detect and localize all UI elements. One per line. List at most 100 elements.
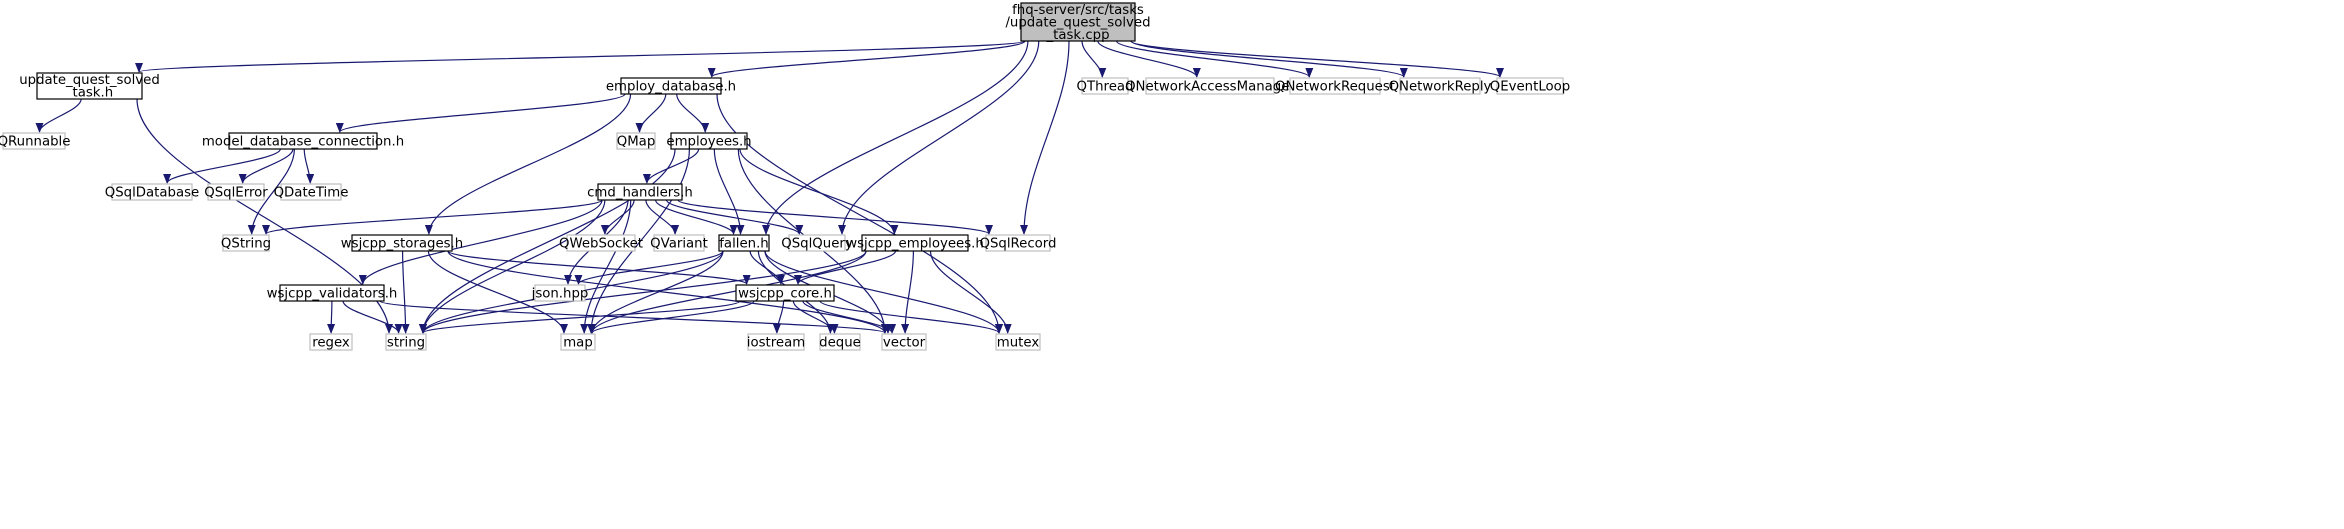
- edge-employ_database_h-to-mutex: [716, 93, 1003, 334]
- node-label: _task.cpp: [1045, 28, 1109, 43]
- edge-cmd_handlers_h-to-string: [419, 199, 606, 334]
- node-cmd_handlers_h[interactable]: cmd_handlers.h: [587, 183, 693, 201]
- edge-employees_h-to-map: [587, 148, 690, 334]
- node-box: [819, 333, 861, 351]
- node-label: wsjcpp_storages.h: [341, 236, 463, 251]
- node-box: [653, 234, 705, 252]
- node-label: QString: [221, 236, 271, 251]
- edge-model_database_connection_h-to-QDateTime: [303, 148, 315, 184]
- edge-wsjcpp_validators_h-to-regex: [327, 300, 336, 334]
- edge-cmd_handlers_h-to-QString: [262, 199, 603, 235]
- edge-wsjcpp_core_h-to-vector: [802, 300, 897, 334]
- edge-root-to-QSqlQuery: [838, 40, 1040, 235]
- edge-wsjcpp_storages_h-to-vector: [447, 250, 889, 334]
- node-label: _task.h: [65, 86, 113, 101]
- node-label: model_database_connection.h: [202, 134, 404, 149]
- nodes-layer: fhq-server/src/tasks/update_quest_solved…: [0, 2, 1570, 351]
- node-box: [2, 132, 66, 150]
- node-label: string: [387, 335, 425, 350]
- node-deque: deque: [819, 333, 861, 351]
- edge-wsjcpp_storages_h-to-string: [401, 250, 410, 334]
- node-wsjcpp_storages_h[interactable]: wsjcpp_storages.h: [341, 234, 463, 252]
- node-label: wsjcpp_employees.h: [846, 236, 984, 251]
- edge-update_quest_solved_task_h-to-QRunnable: [35, 98, 82, 133]
- node-box: [597, 183, 683, 201]
- node-mutex: mutex: [995, 333, 1041, 351]
- edge-fallen_h-to-mutex: [764, 250, 1003, 334]
- edge-wsjcpp_core_h-to-deque: [792, 300, 839, 334]
- node-root[interactable]: fhq-server/src/tasks/update_quest_solved…: [1005, 2, 1151, 43]
- node-box: [207, 183, 265, 201]
- node-box: [560, 333, 596, 351]
- node-box: [1020, 2, 1136, 42]
- edge-employees_h-to-fallen_h: [713, 148, 745, 235]
- node-QDateTime: QDateTime: [274, 183, 349, 201]
- node-box: [985, 234, 1051, 252]
- node-vector: vector: [881, 333, 927, 351]
- edge-model_database_connection_h-to-QSqlDatabase: [163, 148, 281, 184]
- node-label: regex: [312, 335, 350, 350]
- edge-employees_h-to-cmd_handlers_h: [642, 148, 700, 184]
- node-box: [351, 234, 453, 252]
- node-label: QThread: [1077, 79, 1134, 94]
- node-regex: regex: [309, 333, 353, 351]
- edge-model_database_connection_h-to-QString: [247, 148, 295, 235]
- node-string: string: [385, 333, 427, 351]
- edge-root-to-QNetworkRequest: [1115, 40, 1314, 78]
- edge-wsjcpp_employees_h-to-vector: [901, 250, 914, 334]
- node-label: QDateTime: [274, 185, 349, 200]
- node-box: [881, 333, 927, 351]
- node-box: [995, 333, 1041, 351]
- node-label: /update_quest_solved: [1005, 15, 1150, 30]
- edge-model_database_connection_h-to-QSqlError: [238, 148, 294, 184]
- node-box: [309, 333, 353, 351]
- node-box: [1399, 77, 1481, 95]
- edge-root-to-employ_database_h: [707, 40, 1026, 78]
- node-box: [280, 183, 342, 201]
- node-label: fallen.h: [719, 236, 768, 251]
- node-employees_h[interactable]: employees.h: [666, 132, 752, 150]
- node-label: wsjcpp_validators.h: [267, 286, 398, 301]
- node-label: update_quest_solved: [19, 73, 160, 88]
- edge-cmd_handlers_h-to-map: [580, 199, 632, 334]
- edge-fallen_h-to-map: [588, 250, 724, 334]
- node-QSqlRecord: QSqlRecord: [980, 234, 1056, 252]
- node-box: [385, 333, 427, 351]
- node-box: [228, 132, 378, 150]
- edges-layer: [35, 40, 1504, 334]
- node-update_quest_solved_task_h[interactable]: update_quest_solved_task.h: [19, 72, 160, 101]
- node-label: QEventLoop: [1490, 79, 1570, 94]
- edge-employ_database_h-to-wsjcpp_storages_h: [424, 93, 632, 235]
- node-QEventLoop: QEventLoop: [1490, 77, 1570, 95]
- edge-wsjcpp_storages_h-to-wsjcpp_core_h: [447, 250, 751, 285]
- node-label: employ_database.h: [606, 79, 736, 94]
- node-wsjcpp_employees_h[interactable]: wsjcpp_employees.h: [846, 234, 984, 252]
- edge-employ_database_h-to-employees_h: [676, 93, 710, 133]
- edge-root-to-QNetworkAccessManager: [1097, 40, 1201, 78]
- node-wsjcpp_core_h[interactable]: wsjcpp_core.h: [735, 284, 835, 302]
- node-box: [735, 284, 835, 302]
- edge-wsjcpp_storages_h-to-map: [427, 250, 568, 334]
- node-box: [566, 234, 636, 252]
- node-QMap: QMap: [616, 132, 656, 150]
- node-label: mutex: [997, 335, 1040, 350]
- node-QVariant: QVariant: [650, 234, 708, 252]
- edge-cmd_handlers_h-to-wsjcpp_validators_h: [358, 199, 603, 285]
- node-label: fhq-server/src/tasks: [1012, 3, 1144, 18]
- edge-cmd_handlers_h-to-fallen_h: [655, 199, 738, 235]
- node-label: map: [563, 335, 593, 350]
- node-QString: QString: [221, 234, 271, 252]
- node-label: iostream: [747, 335, 805, 350]
- node-label: QNetworkReply: [1389, 79, 1492, 94]
- node-box: [222, 234, 270, 252]
- edge-fallen_h-to-json_hpp: [574, 250, 724, 285]
- node-label: QWebSocket: [559, 236, 643, 251]
- node-wsjcpp_validators_h[interactable]: wsjcpp_validators.h: [267, 284, 398, 302]
- node-map: map: [560, 333, 596, 351]
- node-label: deque: [819, 335, 861, 350]
- node-model_database_connection_h[interactable]: model_database_connection.h: [202, 132, 404, 150]
- edge-wsjcpp_validators_h-to-string: [342, 300, 403, 334]
- node-employ_database_h[interactable]: employ_database.h: [606, 77, 736, 95]
- node-fallen_h[interactable]: fallen.h: [718, 234, 770, 252]
- edge-wsjcpp_employees_h-to-mutex: [929, 250, 1012, 334]
